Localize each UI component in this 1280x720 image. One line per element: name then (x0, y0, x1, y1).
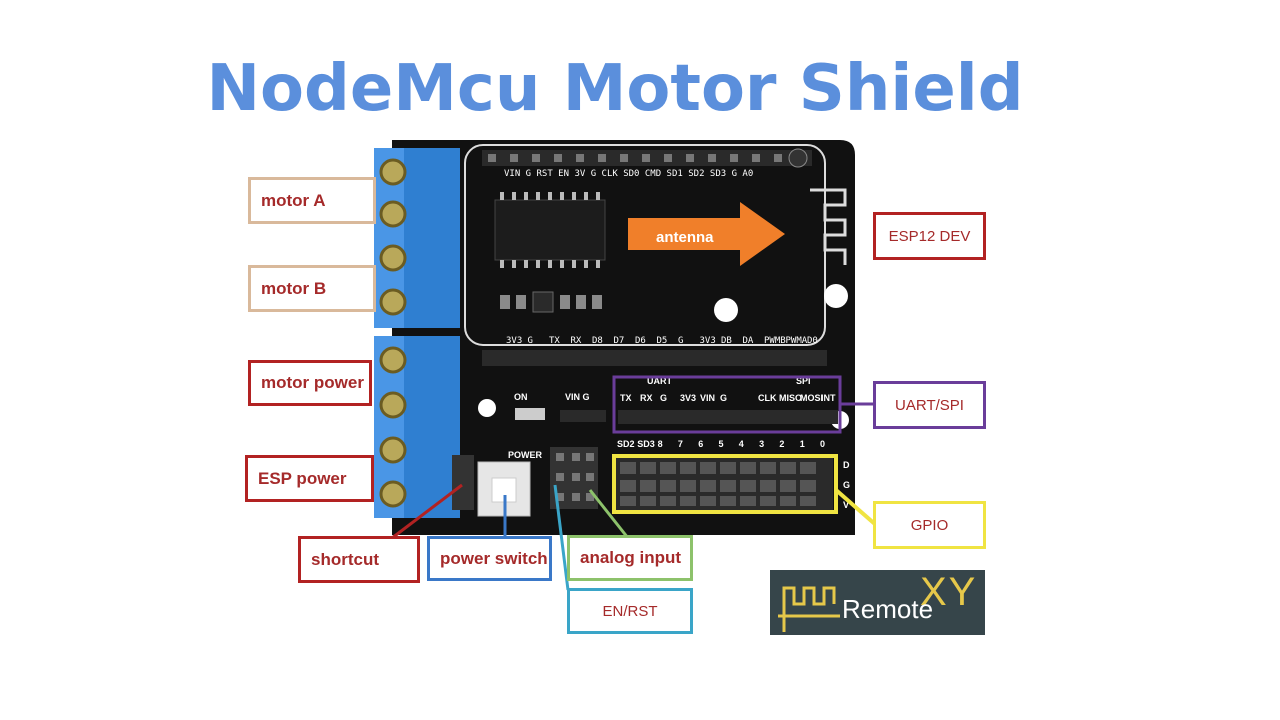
mid-pin-14: D0 (807, 336, 818, 346)
label-motor-power: motor power (248, 360, 372, 406)
gpio-pin-1: SD3 (637, 439, 655, 449)
spi-pin-3: INT (821, 393, 836, 403)
spi-pin-2: MOSI (800, 393, 823, 403)
uart-pin-1: RX (640, 393, 653, 403)
mid-pin-5: D7 (614, 336, 625, 346)
label-en-rst: EN/RST (567, 588, 693, 634)
uart-pin-3: 3V3 (680, 393, 696, 403)
mid-pin-1: G (528, 336, 533, 346)
uart-pin-2: G (660, 393, 667, 403)
mid-pin-7: D5 (657, 336, 668, 346)
wifi-antenna-icon (778, 586, 840, 632)
spi-pin-1: MISO (779, 393, 802, 403)
mid-pin-10: DB (721, 336, 732, 346)
uart-pin-5: G (720, 393, 727, 403)
spi-label: SPI (796, 376, 811, 386)
label-analog-input: analog input (567, 535, 693, 581)
uart-pin-0: TX (620, 393, 632, 403)
mid-pin-4: D8 (592, 336, 603, 346)
connector-en-rst (553, 484, 570, 591)
side-letter-g: G (843, 480, 850, 490)
terminal-screws (379, 158, 407, 508)
uart-label: UART (647, 376, 672, 386)
power-label: POWER (508, 450, 543, 460)
gpio-pin-7: 3 (759, 439, 764, 449)
gpio-pin-6: 4 (739, 439, 744, 449)
shortcut-jumper (452, 455, 474, 510)
gpio-highlight (612, 454, 838, 514)
mid-pin-13: PWMA (786, 336, 808, 346)
label-motor-a: motor A (248, 177, 376, 224)
mid-header (482, 350, 827, 366)
uart-pin-labels: TX RX G 3V3 VIN G (620, 393, 727, 403)
gpio-pin-9: 1 (800, 439, 805, 449)
uart-pin-4: VIN (700, 393, 715, 403)
antenna-arrow (628, 202, 785, 266)
label-gpio: GPIO (873, 501, 986, 549)
gpio-pin-2: 8 (658, 439, 663, 449)
connector-shortcut (391, 483, 463, 540)
antenna-trace (810, 188, 847, 265)
gpio-pin-5: 5 (719, 439, 724, 449)
mid-pin-2: TX (549, 336, 560, 346)
mid-pin-6: D6 (635, 336, 646, 346)
gpio-pin-3: 7 (678, 439, 683, 449)
gpio-pin-10: 0 (820, 439, 825, 449)
driver-chip (494, 199, 606, 261)
mid-pin-11: DA (743, 336, 754, 346)
remotexy-logo: XY Remote (770, 570, 985, 635)
gpio-pin-4: 6 (698, 439, 703, 449)
side-letter-v: V (843, 500, 849, 510)
mid-pin-12: PWMB (764, 336, 786, 346)
label-uart-spi: UART/SPI (873, 381, 986, 429)
on-label: ON (514, 392, 528, 402)
side-letter-d: D (843, 460, 850, 470)
logo-accent: XY (920, 570, 978, 614)
antenna-label: antenna (656, 229, 714, 246)
label-esp-power: ESP power (245, 455, 374, 502)
connector-gpio (834, 488, 878, 527)
gpio-pin-8: 2 (779, 439, 784, 449)
mid-pin-9: 3V3 (700, 336, 716, 346)
label-motor-b: motor B (248, 265, 376, 312)
logo-text: Remote (842, 594, 934, 624)
mid-pin-3: RX (571, 336, 582, 346)
connector-analog-input (588, 489, 630, 539)
label-shortcut: shortcut (298, 536, 420, 583)
label-esp12-dev: ESP12 DEV (873, 212, 986, 260)
top-pin-labels: VIN G RST EN 3V G CLK SD0 CMD SD1 SD2 SD… (504, 169, 753, 179)
spi-pin-0: CLK (758, 393, 777, 403)
mid-pin-8: G (678, 336, 683, 346)
label-power-switch: power switch (427, 536, 552, 581)
page-title: NodeMcu Motor Shield (206, 52, 1024, 126)
mid-pin-0: 3V3 (506, 336, 522, 346)
vin-g-label: VIN G (565, 392, 590, 402)
gpio-pin-0: SD2 (617, 439, 635, 449)
